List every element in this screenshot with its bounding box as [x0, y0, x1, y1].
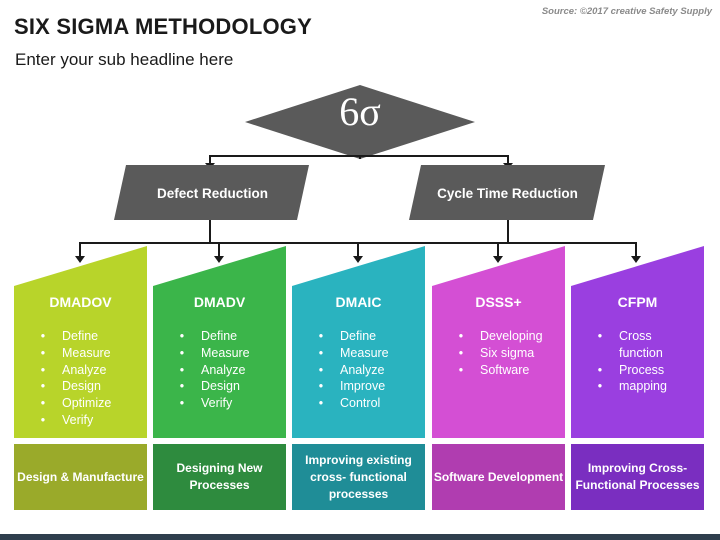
- list-item: •mapping: [593, 378, 683, 395]
- column-heading: DMAIC: [335, 294, 382, 310]
- column-list: •Define •Measure •Analyze •Design •Verif…: [175, 328, 250, 412]
- list-item: •Design: [36, 378, 111, 395]
- column-dsss-footer: Software Development: [432, 444, 565, 510]
- list-item: •Measure: [175, 345, 250, 362]
- bullet-icon: •: [318, 396, 324, 411]
- list-item: •Verify: [36, 412, 111, 429]
- column-cfpm-shape: [571, 246, 704, 438]
- bullet-icon: •: [458, 345, 464, 360]
- list-item: •Analyze: [314, 362, 389, 379]
- column-dmadv-shape: [153, 246, 286, 438]
- column-list: •Developing •Six sigma •Software: [454, 328, 543, 378]
- root-diamond: [245, 85, 475, 159]
- bullet-icon: •: [40, 329, 46, 343]
- bullet-icon: •: [179, 396, 185, 411]
- bullet-icon: •: [318, 362, 324, 377]
- branch-defect-shape: [114, 165, 309, 220]
- column-list: •Define •Measure •Analyze •Improve •Cont…: [314, 328, 389, 412]
- bullet-icon: •: [179, 362, 185, 377]
- bullet-icon: •: [597, 362, 603, 377]
- bullet-icon: •: [318, 345, 324, 360]
- list-item: •Define: [175, 328, 250, 345]
- bullet-icon: •: [40, 345, 46, 360]
- column-list: •Cross function •Process •mapping: [593, 328, 683, 395]
- branch-connectors: [79, 220, 637, 257]
- bullet-icon: •: [40, 362, 46, 377]
- root-connectors: [209, 155, 509, 164]
- list-item: •Developing: [454, 328, 543, 345]
- source-note: Source: ©2017 creative Safety Supply: [541, 6, 712, 17]
- column-heading: CFPM: [617, 294, 658, 310]
- list-item: •Design: [175, 378, 250, 395]
- column-dmadov: DMADOV •Define •Measure •Analyze •Design…: [14, 246, 147, 438]
- list-item: •Measure: [36, 345, 111, 362]
- branch-cycle-shape: [409, 165, 605, 220]
- bullet-icon: •: [179, 379, 185, 394]
- list-item: •Analyze: [36, 362, 111, 379]
- bullet-icon: •: [597, 379, 603, 394]
- list-item: •Process: [593, 362, 683, 379]
- column-dmadv-footer: Designing New Processes: [153, 444, 286, 510]
- list-item: •Cross function: [593, 328, 683, 362]
- bullet-icon: •: [179, 345, 185, 360]
- list-item: •Software: [454, 362, 543, 379]
- list-item: •Define: [314, 328, 389, 345]
- list-item: •Define: [36, 328, 111, 345]
- bullet-icon: •: [318, 329, 324, 343]
- bullet-icon: •: [458, 329, 464, 343]
- bullet-icon: •: [597, 329, 603, 343]
- bullet-icon: •: [40, 379, 46, 394]
- list-item: •Verify: [175, 395, 250, 412]
- list-item: •Improve: [314, 378, 389, 395]
- column-dmadov-shape: [14, 246, 147, 438]
- list-item: •Six sigma: [454, 345, 543, 362]
- footer-bar: [0, 534, 720, 540]
- column-cfpm: CFPM •Cross function •Process •mapping: [571, 246, 704, 438]
- column-arrowheads: [75, 256, 641, 263]
- bullet-icon: •: [179, 329, 185, 343]
- bullet-icon: •: [40, 396, 46, 411]
- column-dmaic-footer: Improving existing cross- functional pro…: [292, 444, 425, 510]
- column-heading: DSSS+: [475, 294, 522, 310]
- column-cfpm-footer: Improving Cross- Functional Processes: [571, 444, 704, 510]
- bullet-icon: •: [318, 379, 324, 394]
- column-dmaic: DMAIC •Define •Measure •Analyze •Improve…: [292, 246, 425, 438]
- bullet-icon: •: [40, 412, 46, 427]
- list-item: •Analyze: [175, 362, 250, 379]
- list-item: •Control: [314, 395, 389, 412]
- list-item: •Optimize: [36, 395, 112, 412]
- page-subtitle: Enter your sub headline here: [15, 50, 234, 69]
- column-list: •Define •Measure •Analyze •Design •Optim…: [36, 328, 112, 429]
- column-dmadov-footer: Design & Manufacture: [14, 444, 147, 510]
- column-heading: DMADV: [193, 294, 246, 310]
- branch-defect-label: Defect Reduction: [156, 185, 268, 201]
- column-heading: DMADOV: [49, 294, 112, 310]
- list-item: •Measure: [314, 345, 389, 362]
- branch-cycle-label: Cycle Time Reduction: [437, 185, 578, 201]
- page-title: SIX SIGMA METHODOLOGY: [14, 14, 312, 39]
- root-sigma-label: 6σ: [339, 89, 381, 134]
- column-dmadv: DMADV •Define •Measure •Analyze •Design …: [153, 246, 286, 438]
- column-dsss-shape: [432, 246, 565, 438]
- column-dmaic-shape: [292, 246, 425, 438]
- bullet-icon: •: [458, 362, 464, 377]
- column-dsss: DSSS+ •Developing •Six sigma •Software: [432, 246, 565, 438]
